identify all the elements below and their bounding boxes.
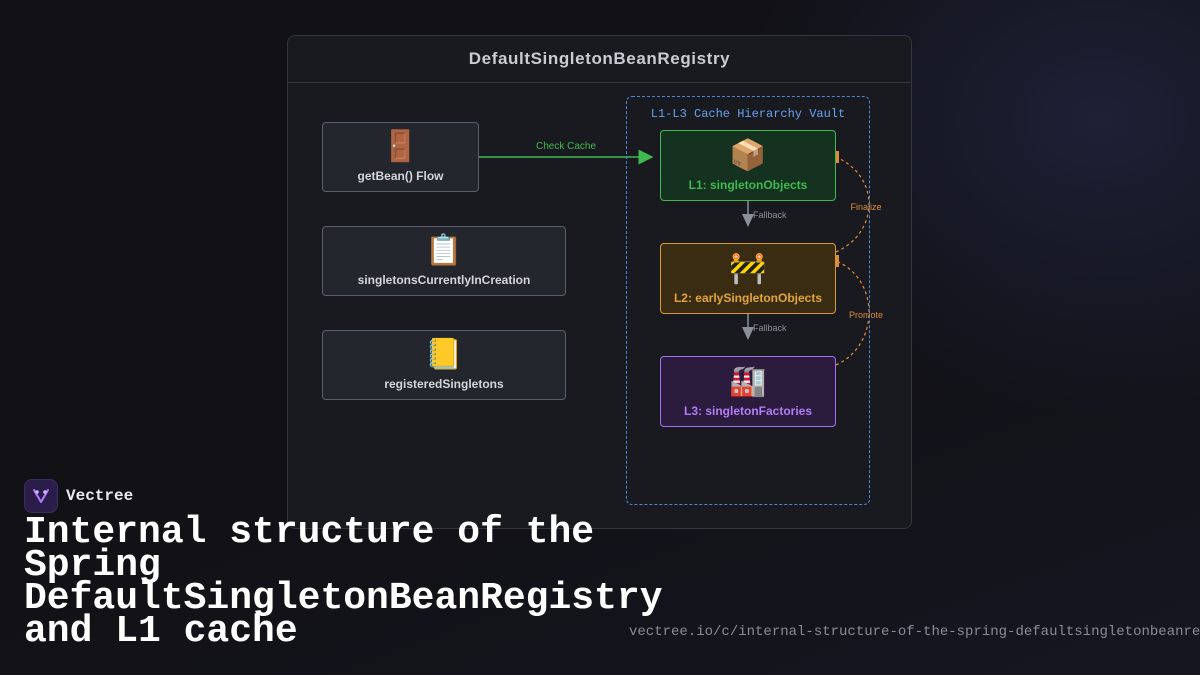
caption-url[interactable]: vectree.io/c/internal-structure-of-the-s…	[629, 624, 1200, 640]
singletons-in-creation-label: singletonsCurrentlyInCreation	[357, 273, 531, 287]
brand: Vectree	[24, 479, 133, 513]
vault-title: L1-L3 Cache Hierarchy Vault	[650, 107, 846, 121]
singletons-in-creation-node: 📋 singletonsCurrentlyInCreation	[322, 226, 566, 296]
caption-title: Internal structure of the Spring Default…	[24, 511, 663, 653]
diagram-panel: DefaultSingletonBeanRegistry Check Cache…	[287, 35, 912, 529]
fallback-label-2: Fallback	[753, 323, 787, 333]
panel-title: DefaultSingletonBeanRegistry	[288, 36, 911, 83]
promote-label: Promote	[849, 310, 883, 320]
check-cache-label: Check Cache	[536, 141, 596, 152]
getbean-flow-label: getBean() Flow	[357, 169, 444, 183]
l1-label: L1: singletonObjects	[688, 177, 808, 192]
l2-label: L2: earlySingletonObjects	[673, 290, 823, 305]
door-icon: 🚪	[381, 129, 420, 164]
l2-early-singleton-objects-node: 🚧 L2: earlySingletonObjects	[660, 243, 836, 314]
diagram-edges: Check Cache Fallback Fallback Finalize P…	[479, 141, 883, 366]
fallback-arrowhead-2	[742, 327, 754, 340]
finalize-arrow	[835, 156, 870, 253]
notebook-icon: 📒	[425, 337, 463, 372]
l3-label: L3: singletonFactories	[683, 403, 813, 418]
registered-singletons-label: registeredSingletons	[384, 377, 504, 391]
l1-singleton-objects-node: 📦 L1: singletonObjects	[660, 130, 836, 201]
brand-name: Vectree	[66, 487, 134, 505]
getbean-flow-node: 🚪 getBean() Flow	[322, 122, 479, 192]
vectree-logo-icon	[24, 479, 58, 513]
fallback-label-1: Fallback	[753, 210, 787, 220]
construction-icon: 🚧	[729, 250, 767, 286]
fallback-arrowhead-1	[742, 214, 754, 227]
package-icon: 📦	[729, 137, 767, 173]
finalize-label: Finalize	[850, 202, 881, 212]
promote-arrow	[835, 260, 870, 366]
clipboard-icon: 📋	[425, 233, 463, 268]
cache-hierarchy-vault: L1-L3 Cache Hierarchy Vault	[626, 96, 870, 505]
registered-singletons-node: 📒 registeredSingletons	[322, 330, 566, 400]
l3-singleton-factories-node: 🏭 L3: singletonFactories	[660, 356, 836, 427]
factory-icon: 🏭	[729, 363, 767, 399]
